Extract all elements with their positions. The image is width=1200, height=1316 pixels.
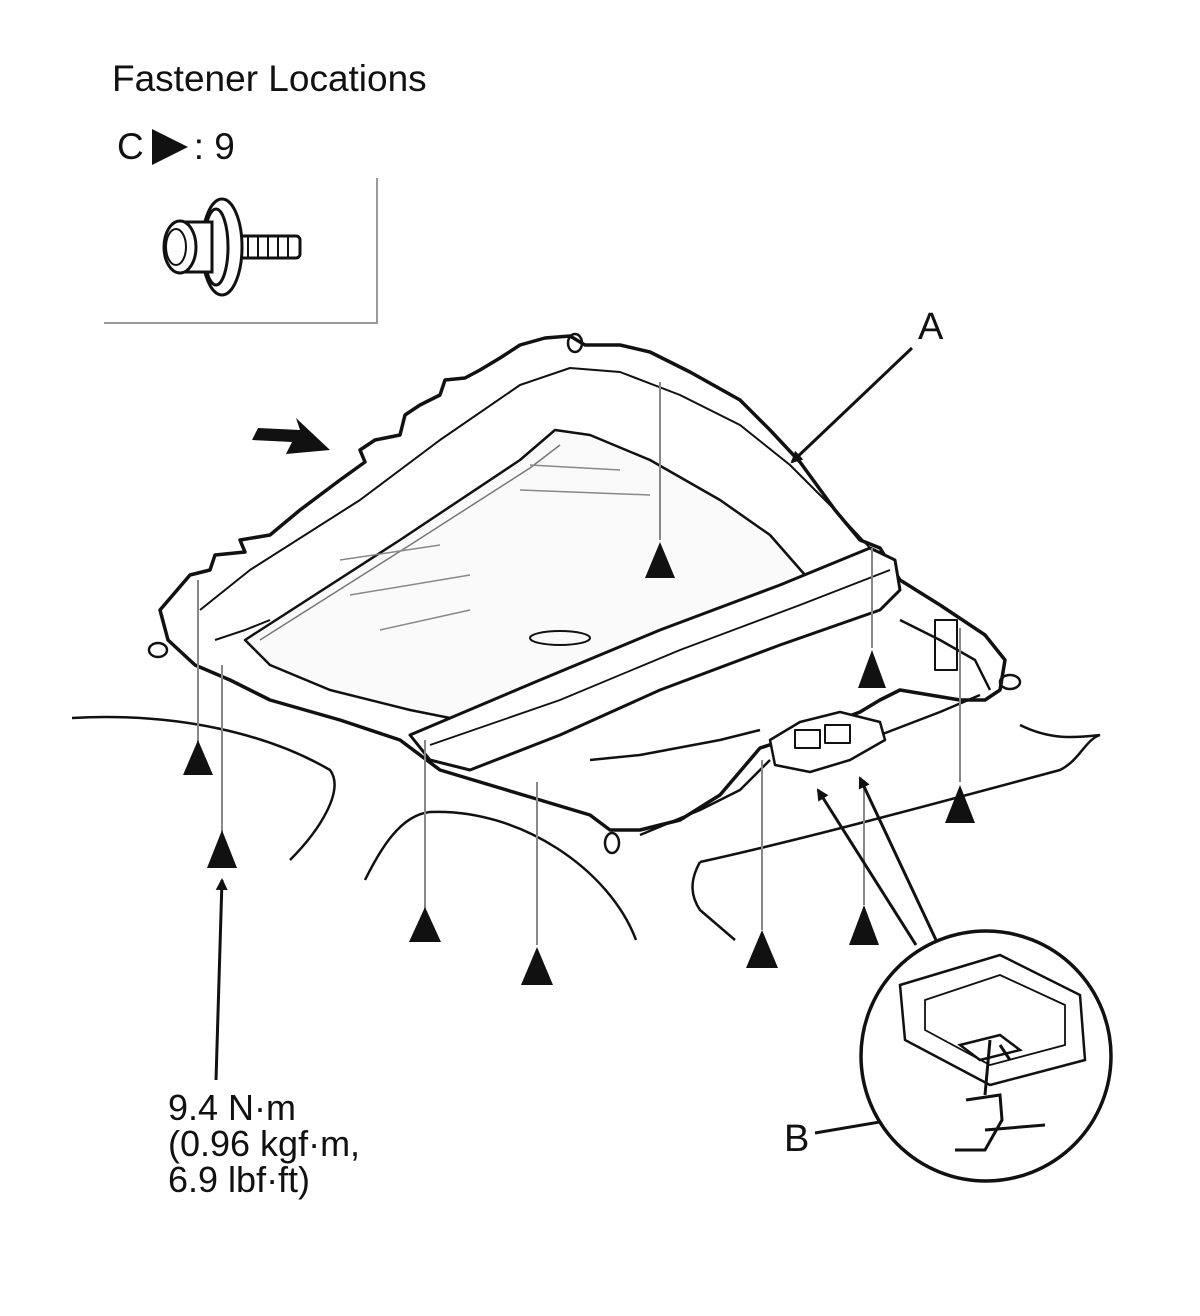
diagram-title: Fastener Locations: [112, 58, 427, 99]
fastener-marker: [849, 905, 879, 945]
fastener-marker: [858, 650, 886, 688]
fastener-marker: [945, 785, 975, 823]
legend-count: 9: [214, 126, 235, 167]
flange-bolt-icon: [162, 197, 302, 297]
triangle-marker-icon: [151, 129, 188, 165]
fastener-marker: [746, 930, 778, 968]
callout-label-b: B: [784, 1118, 810, 1160]
fastener-legend: C: 9: [117, 126, 235, 168]
legend-symbol: C: [117, 126, 144, 167]
torque-spec: 9.4 N·m (0.96 kgf·m, 6.9 lbf·ft): [168, 1090, 360, 1198]
detail-view-circle: [859, 929, 1113, 1183]
view-direction-arrow-icon: [252, 418, 330, 454]
fastener-marker: [409, 907, 441, 942]
fastener-leader-lines: [197, 382, 961, 945]
legend-separator: :: [193, 126, 205, 167]
fastener-marker: [207, 830, 237, 868]
torque-spec-lbfft: 6.9 lbf·ft): [168, 1159, 311, 1200]
sunroof-frame: [147, 332, 1022, 855]
fastener-marker: [521, 947, 553, 985]
fastener-marker: [183, 740, 213, 775]
fastener-marker: [645, 542, 675, 578]
torque-spec-kgfm: (0.96 kgf·m,: [168, 1123, 361, 1164]
legend-box: [104, 178, 378, 324]
fastener-markers: [183, 542, 975, 985]
callout-label-a: A: [918, 306, 944, 348]
torque-spec-nm: 9.4 N·m: [168, 1087, 297, 1128]
